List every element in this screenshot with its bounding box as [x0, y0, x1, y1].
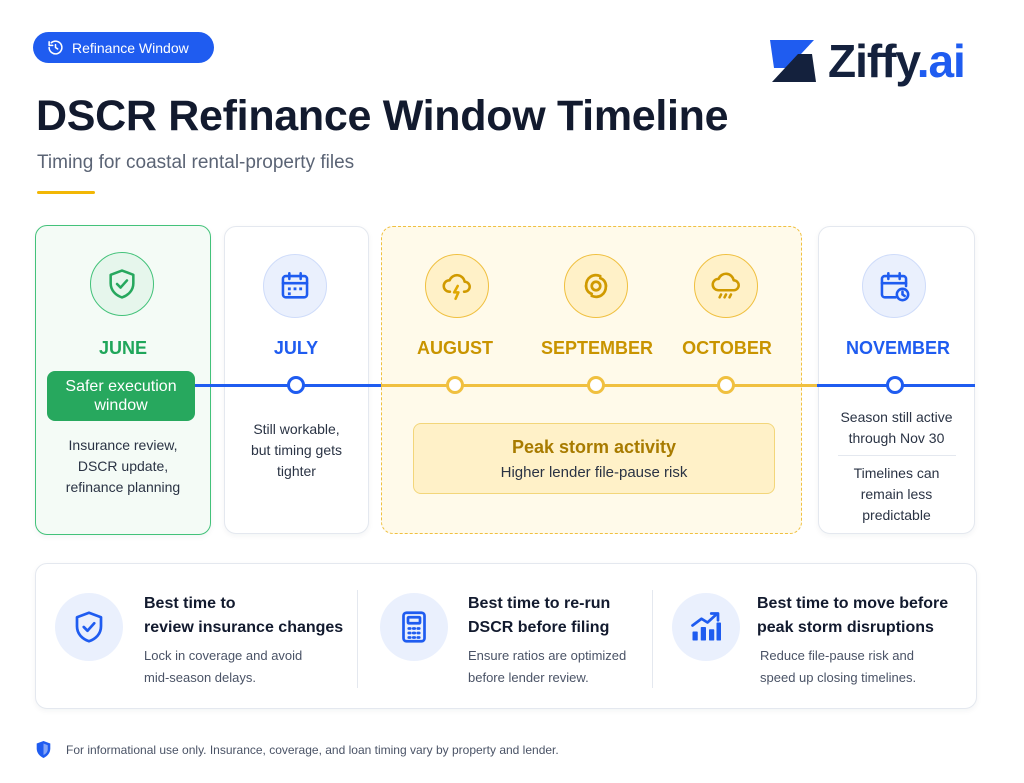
september-icon-circle [564, 254, 628, 318]
tip-3-icon-circle [672, 593, 740, 661]
november-icon-circle [862, 254, 926, 318]
storm-title: Peak storm activity [511, 436, 677, 457]
history-clock-icon [48, 40, 63, 55]
month-august: AUGUST [417, 338, 493, 358]
month-november: NOVEMBER [845, 338, 950, 358]
november-description-2: Timelines can remain less predictable [853, 465, 940, 523]
tip-1-text: Lock in coverage and avoid mid-season de… [144, 648, 303, 686]
month-june: JUNE [98, 338, 147, 358]
july-icon-circle [263, 254, 327, 318]
tips-divider-2 [652, 590, 653, 688]
peak-storm-box: Peak storm activity Higher lender file-p… [413, 423, 775, 494]
shield-check-icon [75, 611, 103, 643]
logo-wordmark: Ziffy.ai [828, 35, 966, 87]
timeline-node-august [446, 376, 464, 394]
tip-2-icon-circle [380, 593, 448, 661]
calculator-icon [402, 611, 426, 643]
tip-1-title: Best time to review insurance changes [144, 595, 344, 636]
july-description: Still workable, but timing gets tighter [250, 421, 343, 479]
tip-3-text: Reduce file-pause risk and speed up clos… [760, 648, 917, 686]
june-description: Insurance review, DSCR update, refinance… [65, 437, 181, 495]
page-subtitle: Timing for coastal rental-property files [37, 152, 355, 173]
november-description: Season still active through Nov 30 [840, 409, 953, 446]
title-accent-line [37, 191, 95, 194]
ziffy-logo-mark-icon [770, 40, 816, 82]
trending-up-chart-icon [691, 612, 721, 641]
hurricane-icon [584, 273, 608, 299]
tip-2-text: Ensure ratios are optimized before lende… [468, 648, 627, 686]
tips-divider-1 [357, 590, 358, 688]
refinance-window-badge: Refinance Window [33, 32, 214, 63]
october-icon-circle [694, 254, 758, 318]
month-july: JULY [273, 338, 319, 358]
page-title: DSCR Refinance Window Timeline [36, 92, 729, 140]
tip-3-title: Best time to move before peak storm disr… [757, 595, 949, 636]
badge-label: Refinance Window [72, 39, 189, 56]
rain-cloud-icon [711, 272, 740, 299]
tip-1-icon-circle [55, 593, 123, 661]
timeline-node-october [717, 376, 735, 394]
june-icon-circle [90, 252, 154, 316]
storm-cloud-icon [442, 273, 471, 301]
shield-check-icon [109, 269, 135, 299]
calendar-icon [281, 271, 309, 299]
calendar-clock-icon [880, 271, 910, 302]
august-icon-circle [425, 254, 489, 318]
november-divider [838, 455, 956, 456]
footer-disclaimer: For informational use only. Insurance, c… [35, 740, 559, 759]
timeline-node-november [886, 376, 904, 394]
footer-text: For informational use only. Insurance, c… [66, 742, 559, 757]
tips-panel [35, 563, 977, 709]
shield-icon [36, 741, 51, 758]
tip-2-title: Best time to re-run DSCR before filing [468, 595, 611, 636]
month-october: OCTOBER [682, 338, 772, 358]
ziffy-logo: Ziffy.ai [766, 26, 1006, 96]
timeline-node-september [587, 376, 605, 394]
timeline-node-july [287, 376, 305, 394]
storm-subtitle: Higher lender file-pause risk [500, 463, 688, 481]
safer-execution-badge: Safer execution window [47, 371, 195, 421]
month-september: SEPTEMBER [540, 338, 654, 358]
